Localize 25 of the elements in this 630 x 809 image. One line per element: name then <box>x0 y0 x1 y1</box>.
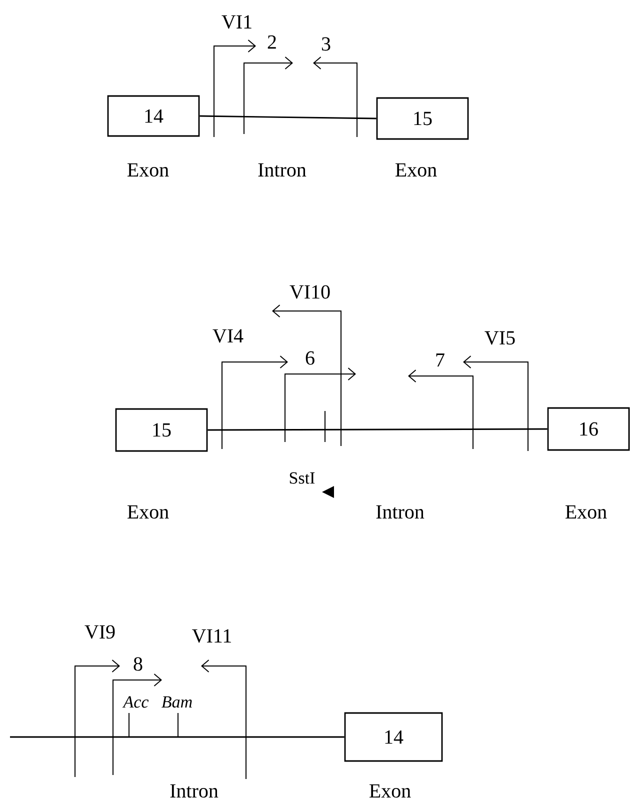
primer-label: VI10 <box>290 285 330 299</box>
site-label: Bam <box>162 696 192 708</box>
region-label: Intron <box>170 784 218 798</box>
site-label: SstI <box>290 472 315 484</box>
primer-label: 3 <box>322 37 330 51</box>
exon-box: 14 <box>107 95 200 137</box>
primer-label: 2 <box>268 35 276 49</box>
primer-label: 6 <box>306 351 314 365</box>
region-label: Intron <box>258 163 306 177</box>
exon-box: 14 <box>344 712 443 762</box>
region-label: Intron <box>376 505 424 519</box>
primer-label: VI9 <box>84 625 115 639</box>
primer-label: VI4 <box>212 329 244 343</box>
primer-label: VI1 <box>222 15 252 29</box>
exon-box: 15 <box>115 408 208 452</box>
exon-box: 16 <box>547 407 630 451</box>
intron-line <box>208 428 548 431</box>
primer-label: 7 <box>436 353 444 367</box>
primer-label: 8 <box>134 657 142 671</box>
intron-line <box>200 115 376 120</box>
primer-label: VI11 <box>192 629 231 643</box>
exon-box: 15 <box>376 97 469 140</box>
intron-line <box>10 736 344 738</box>
site-label: Acc <box>122 696 149 708</box>
primer-label: VI5 <box>484 331 515 345</box>
